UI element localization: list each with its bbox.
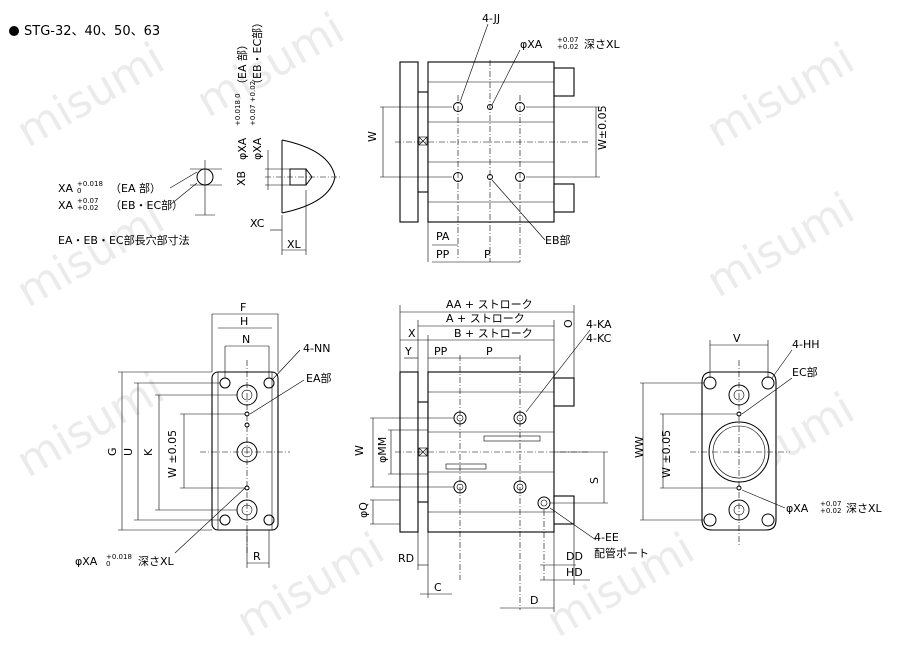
slot-caption: EA・EB・EC部長穴部寸法 [58, 233, 190, 247]
left-n-label: N [242, 333, 250, 346]
left-depth: 深さXL [138, 555, 175, 568]
left-f-label: F [240, 301, 246, 314]
xa-ebec-tol-upper: +0.07 [77, 197, 98, 205]
xa-vertical-ea-part: （EA 部） [235, 39, 249, 90]
xa-ea-part: （EA 部） [110, 181, 161, 195]
left-u-label: U [122, 448, 135, 456]
front-hd-label: HD [566, 566, 583, 579]
page-title: STG-32、40、50、63 [24, 24, 160, 39]
front-p-label: P [486, 345, 493, 358]
left-r-label: R [253, 550, 261, 563]
xa-ea-tol-lower: 0 [77, 187, 81, 195]
front-kc-label: 4-KC [586, 332, 612, 345]
xa-vertical-ea-tol: +0.018 0 [234, 93, 242, 126]
top-pa-label: PA [436, 230, 450, 243]
slot-detail-view [190, 139, 340, 255]
front-rd-label: RD [398, 552, 414, 565]
top-phi-xa-tol-lower: +0.02 [557, 43, 578, 51]
top-phi-xa-tol-upper: +0.07 [557, 36, 578, 44]
right-phi-xa-tol-upper: +0.07 [820, 500, 841, 508]
drawing-stage: misumi misumi misumi misumi misumi misum… [8, 3, 883, 648]
xl-label: XL [287, 238, 302, 251]
right-v-label: V [733, 332, 741, 345]
left-w-tol-label: W ±0.05 [166, 430, 179, 478]
front-phi-q-label: φQ [357, 502, 370, 518]
top-w-label: W [366, 131, 379, 142]
front-d-label: D [530, 594, 538, 607]
right-phi-xa: φXA [786, 502, 809, 515]
front-s-label: S [588, 477, 601, 484]
right-w-tol-label: W ±0.05 [660, 430, 673, 478]
right-ww-label: WW [633, 436, 646, 458]
top-p-label: P [484, 248, 491, 261]
top-w-tol-label: W±0.05 [596, 105, 609, 150]
xa-vertical-ebec: φXA [251, 137, 264, 160]
xa-ea-label: XA [58, 182, 74, 195]
front-b-label: B + ストローク [454, 327, 533, 340]
front-phi-mm-label: φMM [376, 437, 389, 463]
top-eb-label: EB部 [545, 233, 571, 247]
front-c-label: C [434, 581, 442, 594]
bullet-icon [9, 26, 19, 36]
front-ee-label: 4-EE [594, 531, 619, 544]
left-ea-label: EA部 [306, 371, 331, 385]
right-depth: 深さXL [846, 502, 883, 515]
right-phi-xa-tol-lower: +0.02 [820, 507, 841, 515]
left-g-label: G [106, 447, 119, 456]
top-depth: 深さXL [584, 38, 621, 51]
xa-ebec-part: （EB・EC部） [110, 198, 183, 212]
technical-drawing: STG-32、40、50、63 XB XC [9, 12, 883, 612]
xa-vertical-ea: φXA [236, 137, 249, 160]
right-ec-label: EC部 [792, 365, 818, 379]
front-w-label: W [353, 445, 366, 456]
left-phi-xa-tol-lower: 0 [106, 560, 110, 568]
front-y-label: Y [404, 345, 412, 358]
front-ka-label: 4-KA [586, 318, 612, 331]
right-view [640, 340, 793, 545]
front-a-label: A + ストローク [446, 312, 525, 325]
front-o-label: O [562, 319, 575, 328]
xb-label: XB [235, 171, 248, 186]
left-phi-xa: φXA [75, 555, 98, 568]
xc-label: XC [250, 217, 265, 230]
top-jj-label: 4-JJ [482, 12, 500, 25]
right-hh-label: 4-HH [792, 338, 820, 351]
xa-ebec-label: XA [58, 199, 74, 212]
left-nn-label: 4-NN [303, 342, 330, 355]
front-dd-label: DD [566, 550, 583, 563]
front-pp-label: PP [434, 345, 448, 358]
front-x-label: X [408, 327, 416, 340]
xa-ea-tol-upper: +0.018 [77, 180, 103, 188]
left-h-label: H [240, 315, 248, 328]
front-aa-label: AA + ストローク [446, 298, 533, 311]
xa-ebec-tol-lower: +0.02 [77, 204, 98, 212]
left-view [118, 313, 305, 568]
front-view [370, 305, 608, 612]
left-k-label: K [142, 448, 155, 456]
xa-vertical-ebec-part: （EB・EC部） [250, 17, 264, 90]
top-pp-label: PP [436, 248, 450, 261]
top-phi-xa: φXA [520, 38, 543, 51]
vertical-xa-labels: φXA +0.018 0 （EA 部） φXA +0.07 +0.02 （EB・… [234, 17, 264, 160]
top-view [380, 23, 600, 263]
xa-vertical-ebec-tol: +0.07 +0.02 [249, 81, 257, 126]
front-port-label: 配管ポート [594, 546, 649, 560]
left-phi-xa-tol-upper: +0.018 [106, 553, 132, 561]
